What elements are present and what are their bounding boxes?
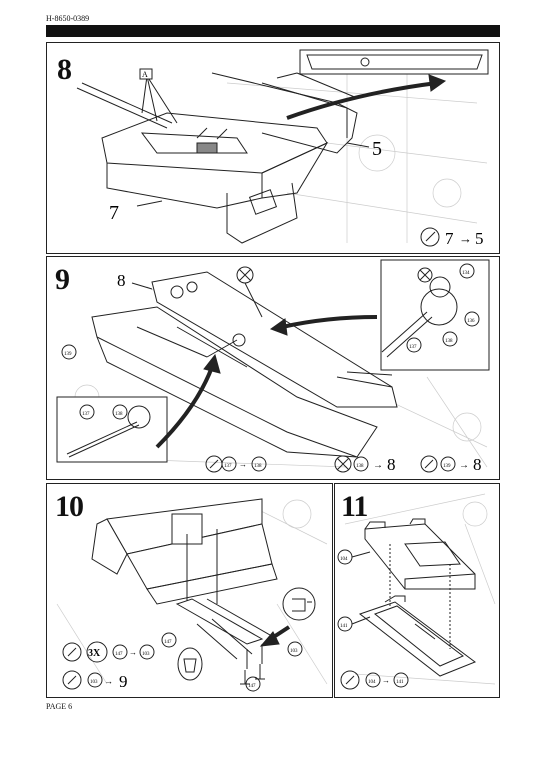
part-label-5: 5 <box>372 138 382 160</box>
note-arrow-icon: → <box>459 231 472 246</box>
document-code: H-8650-0389 <box>46 14 90 23</box>
part-label-7: 7 <box>109 202 119 224</box>
note-2-to: 9 <box>119 672 128 691</box>
note-2-from: 138 <box>356 464 364 469</box>
step-10-panel: 3X 147 → 103 103 → 9 147 147 103 10 <box>46 483 333 698</box>
step-8-illustration: A 7 5 7 → 5 <box>76 49 489 248</box>
part-label-139: 139 <box>64 352 72 357</box>
part-label-137: 137 <box>409 345 417 350</box>
note-arrow-icon: → <box>104 676 113 686</box>
step-number-11: 11 <box>341 490 368 523</box>
step-9-panel: 8 134 136 137 138 139 137 138 137 → 138 … <box>46 256 500 480</box>
step-11-illustration: 104 141 104 → 141 <box>337 493 496 690</box>
step-10-illustration: 3X 147 → 103 103 → 9 147 147 103 <box>56 498 328 692</box>
part-label-136: 136 <box>467 319 475 324</box>
multiplier-3x: 3X <box>88 648 101 659</box>
note-from: 104 <box>368 680 376 685</box>
note-3-to: 8 <box>473 455 482 474</box>
note-2-from: 103 <box>90 680 98 685</box>
callout-letter-a: A <box>142 70 148 79</box>
note-1-to: 103 <box>142 652 150 657</box>
note-2-to: 8 <box>387 455 396 474</box>
part-label-141: 141 <box>340 624 348 629</box>
note-1-to: 138 <box>254 464 262 469</box>
note-arrow-icon: → <box>129 648 137 657</box>
note-1-from: 137 <box>224 464 232 469</box>
inset-part-138: 138 <box>115 412 123 417</box>
header-bar <box>46 25 500 37</box>
page-label: PAGE 6 <box>46 702 73 711</box>
note-to: 5 <box>475 229 484 248</box>
step-9-illustration: 8 134 136 137 138 139 137 138 137 → 138 … <box>56 259 490 474</box>
note-arrow-icon: → <box>459 460 469 471</box>
step-8-panel: A 7 5 7 → 5 8 <box>46 42 500 254</box>
part-label-147-b: 147 <box>248 684 256 689</box>
part-label-104: 104 <box>340 557 348 562</box>
note-to: 141 <box>396 680 404 685</box>
step-number-8: 8 <box>57 53 72 86</box>
part-label-134: 134 <box>462 271 470 276</box>
note-arrow-icon: → <box>373 460 383 471</box>
note-from: 7 <box>445 229 454 248</box>
note-arrow-icon: → <box>239 460 247 469</box>
part-label-147: 147 <box>164 640 172 645</box>
step-number-9: 9 <box>55 263 70 296</box>
note-3-from: 139 <box>443 464 451 469</box>
inset-part-137: 137 <box>82 412 90 417</box>
note-1-from: 147 <box>115 652 123 657</box>
step-11-panel: 104 141 104 → 141 11 <box>334 483 500 698</box>
part-label-8: 8 <box>117 271 126 290</box>
note-arrow-icon: → <box>382 676 390 685</box>
step-number-10: 10 <box>55 490 84 523</box>
part-label-103: 103 <box>290 649 298 654</box>
part-label-138: 138 <box>445 339 453 344</box>
